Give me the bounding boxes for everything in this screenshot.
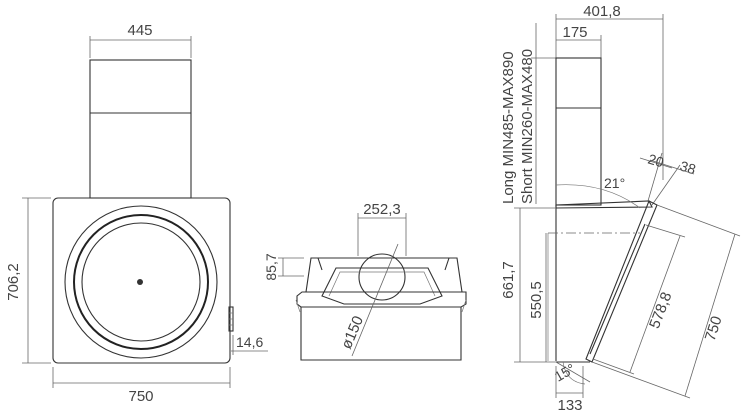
- front-center-knob: [137, 279, 143, 285]
- section-filter-shape: [321, 267, 443, 305]
- tilt-angle-label: 21°: [604, 175, 625, 191]
- section-lower-body: [296, 291, 467, 361]
- duct-circle: [358, 253, 406, 301]
- long-chimney-label: Long MIN485-MAX890: [500, 51, 517, 204]
- bottom-angle-arc: [562, 361, 586, 385]
- section-upper-body: [305, 257, 463, 293]
- side-view: 401,8 175 Long MIN485-MAX890 Short MIN26…: [500, 3, 741, 414]
- tilt-angle-arc: [555, 184, 641, 209]
- small-dim-a-label: 20: [646, 151, 666, 171]
- bottom-depth-label: 133: [557, 397, 582, 414]
- knob-depth-label: 14,6: [236, 334, 263, 350]
- chimney-depth-label: 175: [562, 24, 587, 41]
- front-chimney: [89, 59, 192, 199]
- panel-inner-label: 578,8: [646, 290, 675, 331]
- section-view: 252,3 85,7 ø150: [263, 201, 467, 361]
- body-height-label: 661,7: [500, 261, 517, 299]
- side-chimney: [555, 57, 602, 206]
- front-panel-inner-ring: [81, 222, 201, 342]
- small-dim-b-label: 38: [678, 158, 698, 178]
- outlet-width-label: 252,3: [363, 201, 401, 218]
- side-top-plate: [555, 200, 653, 209]
- chimney-width-label: 445: [127, 22, 152, 39]
- front-panel-ring: [73, 214, 209, 350]
- side-depth-label: 401,8: [583, 3, 621, 20]
- outlet-height-label: 85,7: [263, 253, 279, 280]
- front-height-label: 706,2: [5, 263, 22, 301]
- front-panel-outer-ring: [64, 205, 218, 359]
- front-view: 445 14,6 706,2 750: [5, 22, 268, 405]
- short-chimney-label: Short MIN260-MAX480: [519, 49, 536, 204]
- panel-length-label: 750: [702, 314, 726, 343]
- front-width-label: 750: [128, 388, 153, 405]
- inner-height-label: 550,5: [528, 281, 545, 319]
- duct-diameter-label: ø150: [338, 313, 367, 351]
- front-hood-body: [52, 197, 231, 364]
